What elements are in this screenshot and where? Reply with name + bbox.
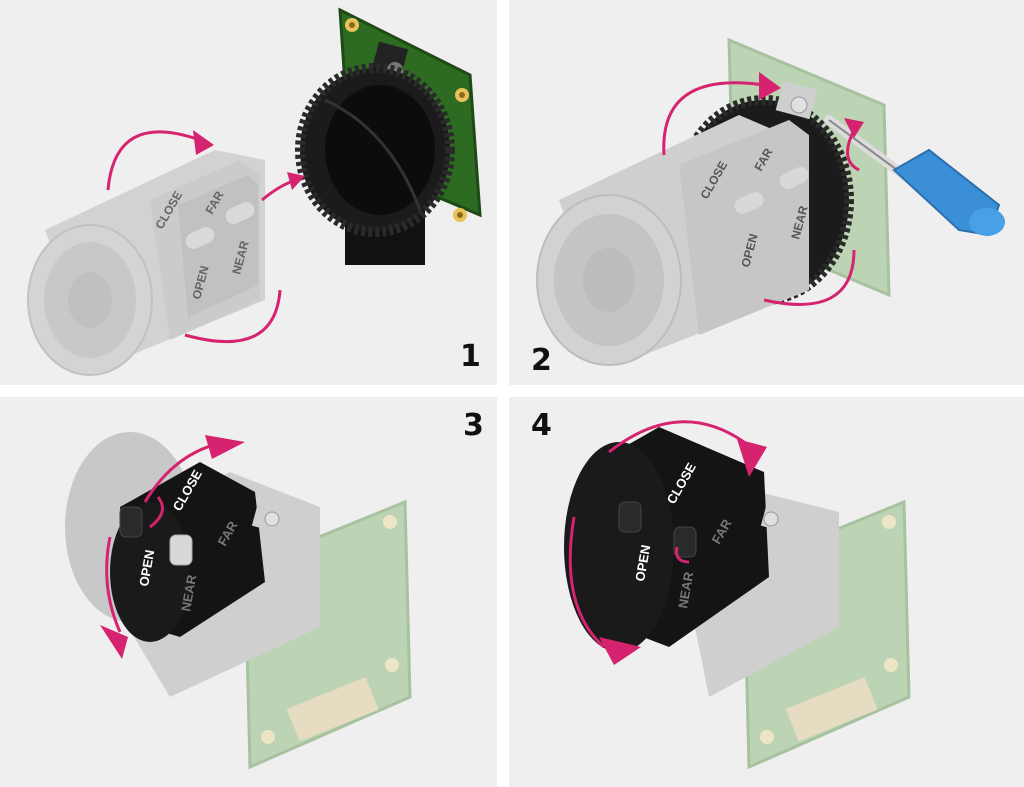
rotation-arrows — [662, 81, 860, 306]
lens-label-open: OPEN — [136, 549, 157, 588]
step-2-panel: OPEN CLOSE NEAR FAR 2 — [509, 0, 1024, 385]
arrow-head — [737, 439, 767, 477]
lens-label-near: NEAR — [675, 570, 696, 609]
arrow-head — [599, 637, 641, 665]
step-3-illustration: OPEN CLOSE NEAR FAR — [65, 432, 412, 770]
arrow-head — [844, 118, 864, 138]
step-4-illustration: OPEN CLOSE NEAR FAR — [564, 420, 911, 770]
lens: OPEN CLOSE NEAR FAR — [27, 150, 265, 376]
step-number: 3 — [463, 408, 484, 443]
rotation-arrows — [568, 420, 745, 649]
arrow-head — [759, 72, 781, 100]
screwdriver — [824, 115, 1005, 237]
lens-label-open: OPEN — [632, 544, 653, 583]
lens-label-near: NEAR — [178, 573, 199, 612]
step-3-panel: OPEN CLOSE NEAR FAR 3 — [0, 397, 497, 787]
step-number: 1 — [460, 339, 481, 374]
step-1-illustration: OPEN CLOSE NEAR FAR — [27, 7, 482, 376]
camera-board — [295, 7, 482, 265]
lens: OPEN CLOSE NEAR FAR — [536, 115, 811, 366]
step-number: 2 — [531, 343, 552, 378]
arrow-head — [205, 435, 245, 459]
arrow-head — [287, 172, 305, 190]
arrow-head — [193, 130, 214, 155]
arrow-head — [100, 625, 128, 659]
step-2-illustration: OPEN CLOSE NEAR FAR — [536, 37, 1005, 366]
step-number: 4 — [531, 408, 552, 443]
step-1-panel: OPEN CLOSE NEAR FAR 1 — [0, 0, 497, 385]
step-4-panel: OPEN CLOSE NEAR FAR 4 — [509, 397, 1024, 787]
